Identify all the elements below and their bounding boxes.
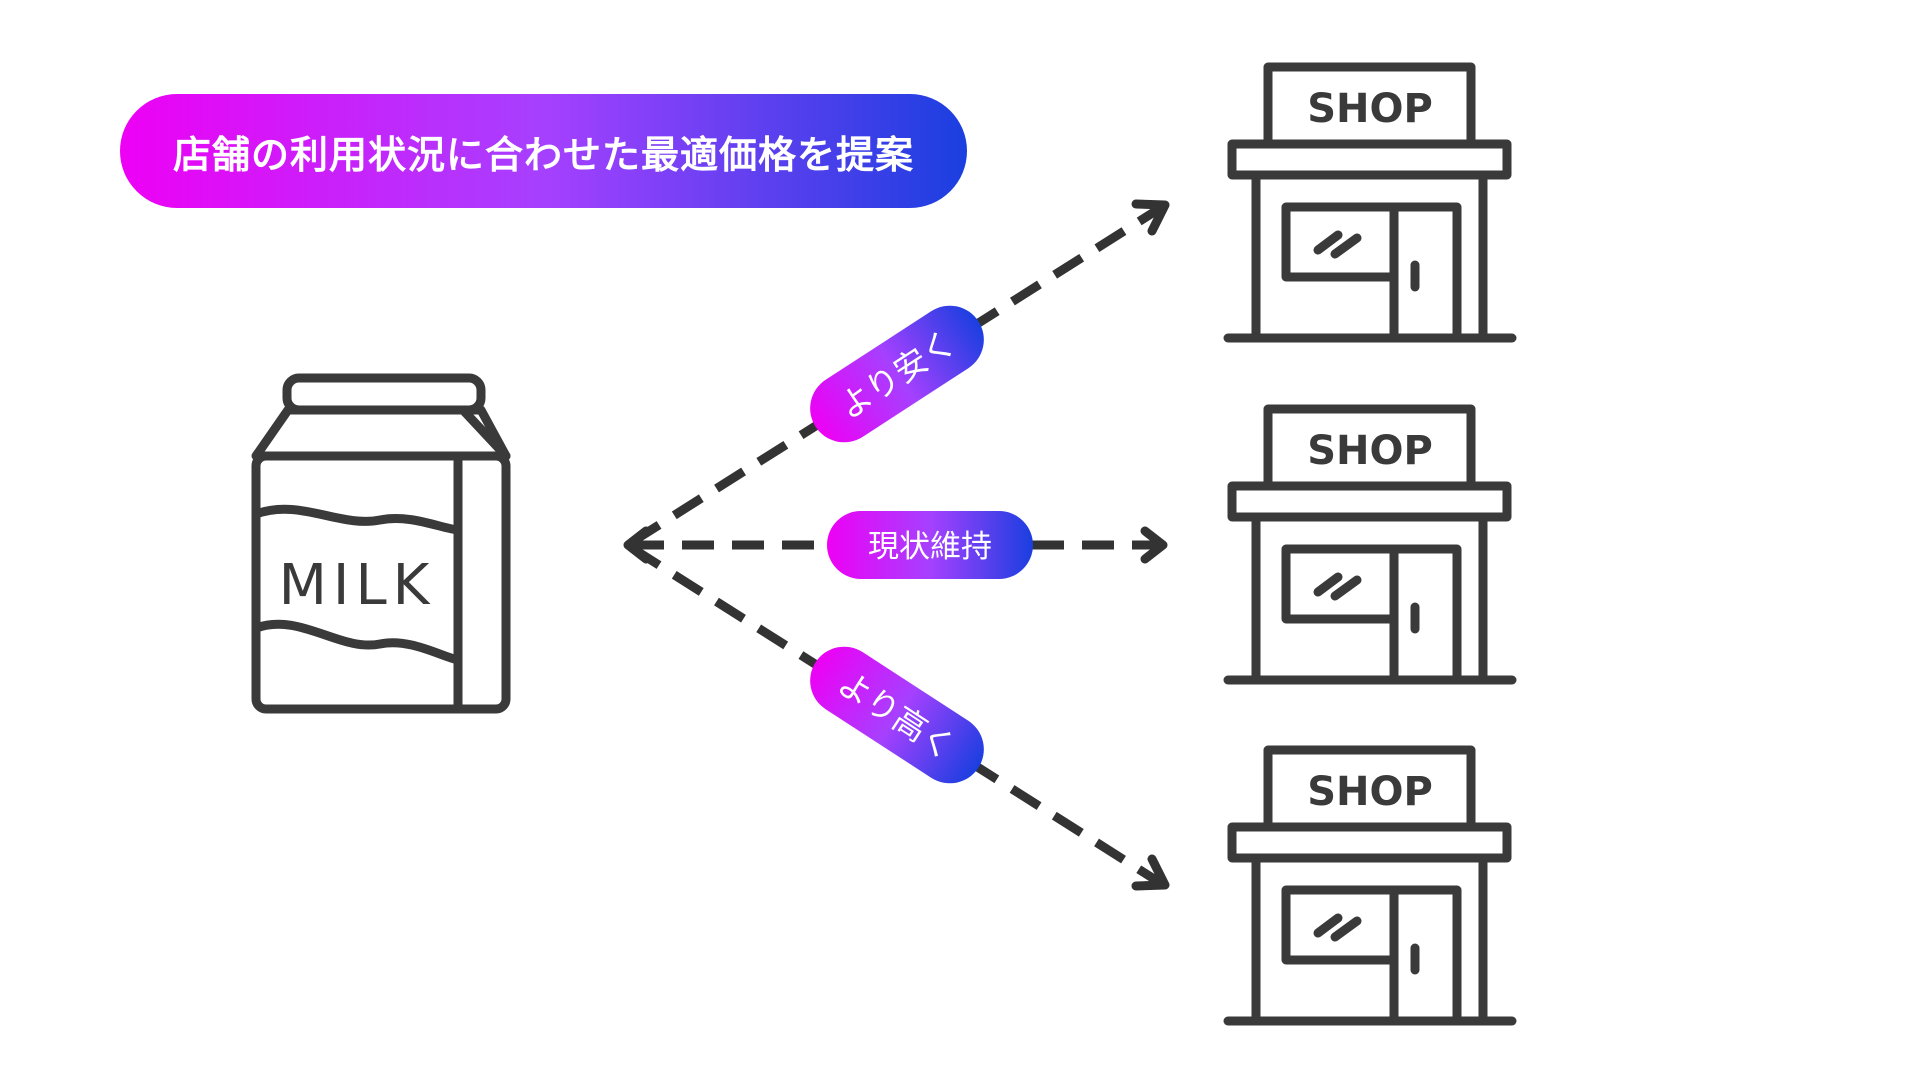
shop-sign-label: SHOP	[1307, 86, 1433, 132]
shop-top: SHOP	[1223, 62, 1517, 343]
shop-middle: SHOP	[1223, 404, 1517, 685]
title-text: 店舗の利用状況に合わせた最適価格を提案	[172, 132, 914, 177]
shop-bottom: SHOP	[1223, 745, 1517, 1026]
storefront-icon	[1223, 745, 1517, 1026]
label-higher-pill: より高く	[810, 646, 984, 784]
label-cheaper-pill: より安く	[810, 305, 984, 443]
label-maintain: 現状維持	[868, 529, 992, 565]
title-banner: 店舗の利用状況に合わせた最適価格を提案	[120, 94, 967, 208]
storefront-icon	[1223, 404, 1517, 685]
milk-carton-icon	[251, 373, 511, 714]
shop-sign-label: SHOP	[1307, 769, 1433, 815]
label-maintain-pill: 現状維持	[827, 511, 1033, 579]
milk-label: MILK	[279, 553, 436, 618]
storefront-icon	[1223, 62, 1517, 343]
shop-sign-label: SHOP	[1307, 428, 1433, 474]
origin-arrowhead	[623, 526, 651, 564]
